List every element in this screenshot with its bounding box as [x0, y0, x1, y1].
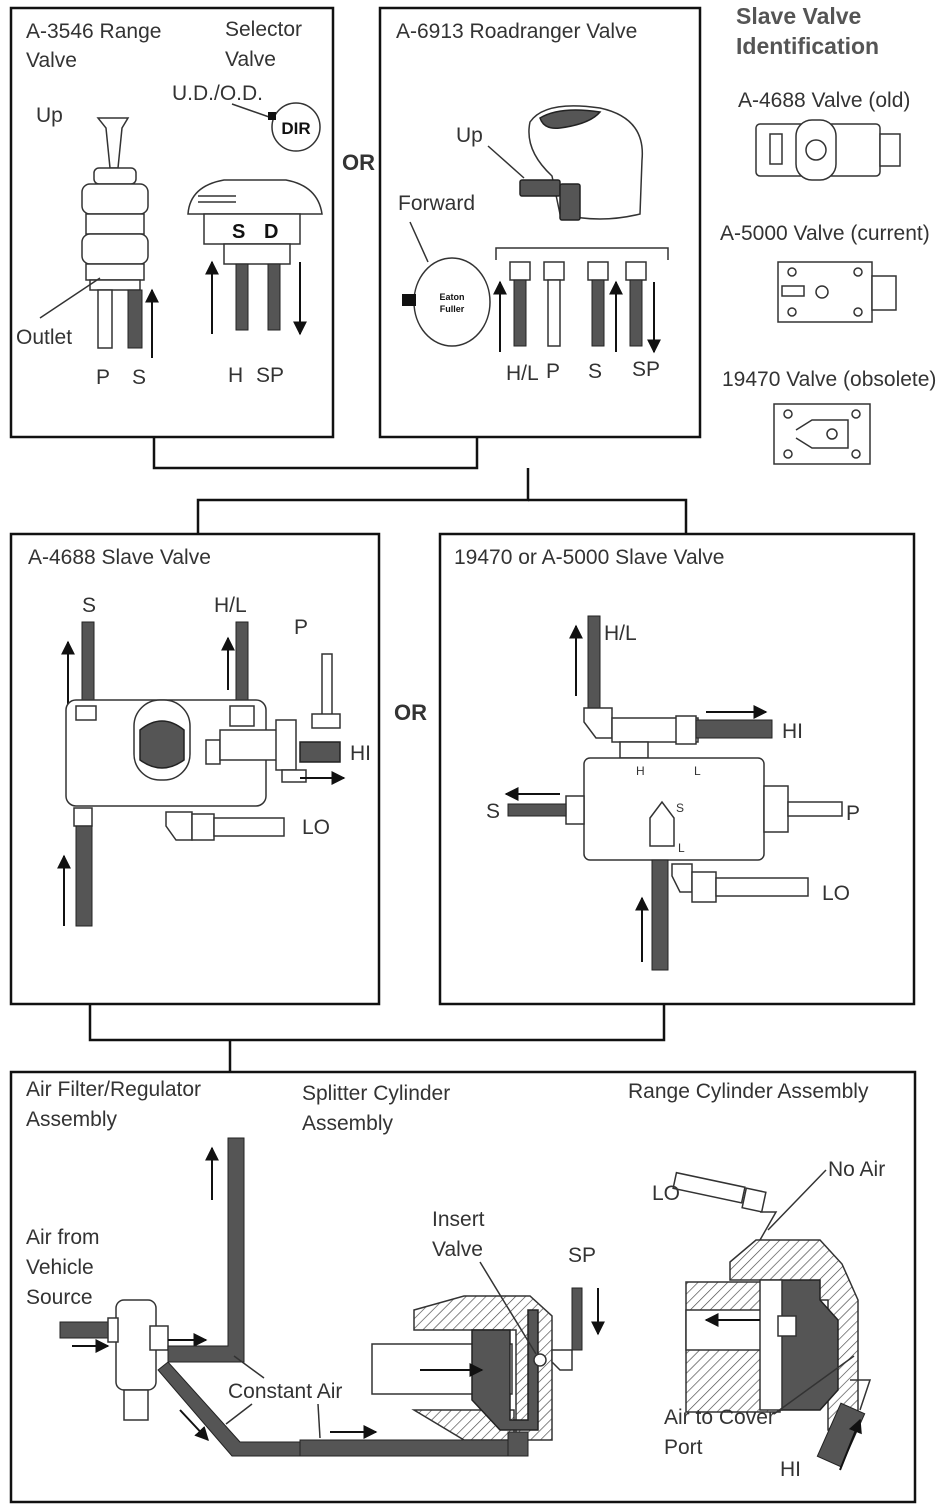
a4688-port-hi: HI — [350, 742, 371, 765]
body-mark-l: L — [694, 764, 701, 778]
splitter-sp-label: SP — [568, 1244, 596, 1267]
or-label-middle: OR — [394, 700, 427, 725]
constant-air-label: Constant Air — [228, 1380, 342, 1403]
dir-label: DIR — [281, 119, 310, 138]
body-mark-h: H — [636, 764, 645, 778]
insert-valve-label: Insert — [432, 1208, 485, 1231]
valve-id-a4688: A-4688 Valve (old) — [738, 89, 910, 112]
a5000-port-lo: LO — [822, 882, 850, 905]
a4688-port-hl: H/L — [214, 594, 247, 617]
air-system-assemblies-panel: Air Filter/Regulator Assembly Splitter C… — [11, 1072, 915, 1502]
a5000-valve-illustration — [778, 262, 896, 322]
range-hi-label: HI — [780, 1458, 801, 1481]
range-valve-title: A-3546 Range — [26, 20, 161, 43]
ud-od-label: U.D./O.D. — [172, 82, 263, 105]
rr-port-hl: H/L — [506, 362, 539, 385]
range-lo-label: LO — [652, 1182, 680, 1205]
a5000-title: 19470 or A-5000 Slave Valve — [454, 546, 724, 569]
or-label-top: OR — [342, 150, 375, 175]
selector-valve-title: Selector — [225, 18, 302, 41]
air-to-cover-label: Air to Cover — [664, 1406, 775, 1429]
air-source-label-line2: Vehicle — [26, 1256, 94, 1279]
badge-fuller: Fuller — [440, 304, 465, 314]
a4688-port-s: S — [82, 594, 96, 617]
air-filter-title: Air Filter/Regulator — [26, 1078, 201, 1101]
valve-id-19470: 19470 Valve (obsolete) — [722, 368, 936, 391]
air-filter-title-line2: Assembly — [26, 1108, 118, 1131]
port-sp: SP — [256, 364, 284, 387]
19470-valve-illustration — [774, 404, 870, 464]
badge-eaton: Eaton — [439, 292, 464, 302]
roadranger-title: A-6913 Roadranger Valve — [396, 20, 637, 43]
19470-a5000-slave-valve-panel: 19470 or A-5000 Slave Valve H/L HI S P L… — [440, 534, 914, 1004]
air-source-label: Air from — [26, 1226, 100, 1249]
port-p: P — [96, 366, 110, 389]
slave-id-heading-line2: Identification — [736, 33, 879, 59]
slave-id-heading: Slave Valve — [736, 3, 861, 29]
selector-s-letter: S — [232, 221, 245, 243]
body-mark-l2: L — [678, 841, 685, 855]
a5000-port-hi: HI — [782, 720, 803, 743]
range-selector-valve-panel: A-3546 Range Valve Selector Valve U.D./O… — [11, 8, 333, 437]
a5000-port-p: P — [846, 802, 860, 825]
up-label: Up — [36, 104, 63, 127]
a4688-valve-illustration — [756, 120, 900, 180]
range-cylinder-title: Range Cylinder Assembly — [628, 1080, 869, 1103]
a5000-port-s: S — [486, 800, 500, 823]
outlet-label: Outlet — [16, 326, 72, 349]
rr-port-sp: SP — [632, 358, 660, 381]
slave-valve-identification: Slave Valve Identification A-4688 Valve … — [720, 3, 936, 464]
a5000-port-hl: H/L — [604, 622, 637, 645]
valve-id-a5000: A-5000 Valve (current) — [720, 222, 930, 245]
insert-valve-label-line2: Valve — [432, 1238, 483, 1261]
air-source-label-line3: Source — [26, 1286, 93, 1309]
roadranger-valve-panel: A-6913 Roadranger Valve Up Forward Eaton… — [380, 8, 700, 437]
roadranger-up-label: Up — [456, 124, 483, 147]
a4688-title: A-4688 Slave Valve — [28, 546, 211, 569]
splitter-title-line2: Assembly — [302, 1112, 394, 1135]
forward-label: Forward — [398, 192, 475, 215]
a4688-port-lo: LO — [302, 816, 330, 839]
rr-port-p: P — [546, 360, 560, 383]
a4688-port-p: P — [294, 616, 308, 639]
no-air-label: No Air — [828, 1158, 885, 1181]
selector-valve-title-line2: Valve — [225, 48, 276, 71]
selector-d-letter: D — [264, 221, 278, 243]
a4688-slave-valve-panel: A-4688 Slave Valve S H/L P HI LO — [11, 534, 379, 1004]
port-h: H — [228, 364, 243, 387]
air-to-cover-label-line2: Port — [664, 1436, 703, 1459]
rr-port-s: S — [588, 360, 602, 383]
range-valve-title-line2: Valve — [26, 49, 77, 72]
port-s: S — [132, 366, 146, 389]
splitter-title: Splitter Cylinder — [302, 1082, 450, 1105]
body-mark-s: S — [676, 801, 684, 815]
